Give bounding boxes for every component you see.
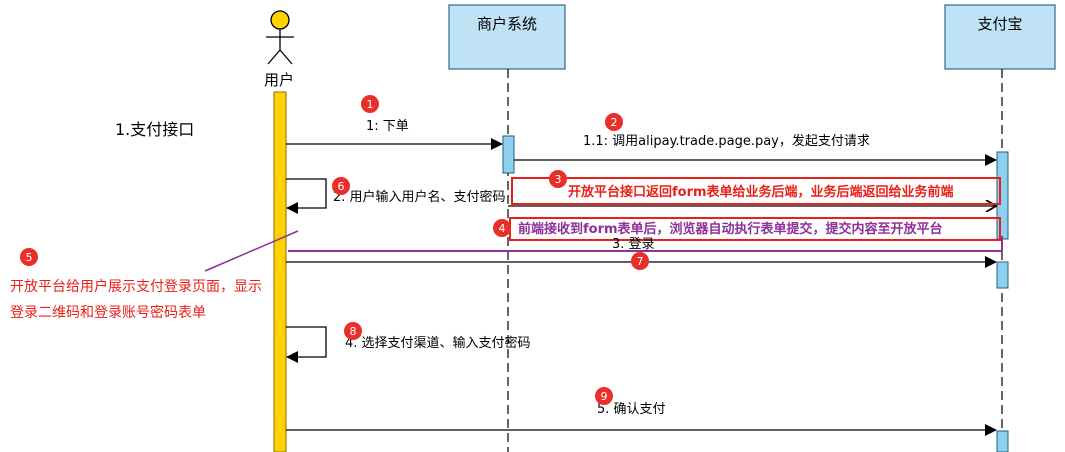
badge-9: 9 bbox=[595, 387, 613, 405]
badge-5: 5 bbox=[20, 248, 38, 266]
message-4-arrow bbox=[286, 326, 327, 363]
message-3-label: 3. 登录 bbox=[612, 237, 655, 252]
message-2-label: 2. 用户输入用户名、支付密码 bbox=[333, 189, 506, 205]
svg-text:7: 7 bbox=[637, 255, 644, 268]
badge-7: 7 bbox=[631, 252, 649, 270]
lifeline-user-bar bbox=[273, 91, 287, 452]
participant-alipay: 支付宝 bbox=[944, 4, 1056, 70]
message-1-1-label: 1.1: 调用alipay.trade.page.pay，发起支付请求 bbox=[583, 133, 870, 149]
participant-alipay-label: 支付宝 bbox=[977, 15, 1022, 33]
actor-user-icon bbox=[266, 10, 294, 65]
annotation-5-pointer bbox=[204, 230, 299, 272]
activation-alipay-2 bbox=[996, 261, 1009, 289]
activation-merchant bbox=[502, 135, 515, 174]
badge-1: 1 bbox=[361, 95, 379, 113]
participant-merchant-label: 商户系统 bbox=[477, 15, 537, 33]
actor-user-label: 用户 bbox=[264, 71, 294, 89]
svg-text:8: 8 bbox=[350, 325, 357, 338]
svg-text:4: 4 bbox=[499, 222, 506, 235]
svg-text:9: 9 bbox=[601, 390, 608, 403]
activation-alipay-1 bbox=[996, 151, 1009, 240]
message-1-label: 1: 下单 bbox=[366, 119, 409, 134]
message-5-label: 5. 确认支付 bbox=[597, 402, 666, 417]
svg-text:6: 6 bbox=[338, 180, 345, 193]
badge-4: 4 bbox=[493, 219, 511, 237]
svg-text:2: 2 bbox=[611, 116, 618, 129]
annotation-5-text-line1: 开放平台给用户展示支付登录页面，显示 bbox=[10, 278, 262, 295]
badge-6: 6 bbox=[332, 177, 350, 195]
svg-text:1: 1 bbox=[367, 98, 374, 111]
badge-3: 3 bbox=[549, 170, 567, 188]
badge-8: 8 bbox=[344, 322, 362, 340]
annotation-3-box bbox=[511, 177, 1001, 205]
activation-alipay-3 bbox=[996, 430, 1009, 452]
svg-text:3: 3 bbox=[555, 173, 562, 186]
annotation-4-text: 前端接收到form表单后，浏览器自动执行表单提交，提交内容至开放平台 bbox=[518, 221, 943, 237]
badge-2: 2 bbox=[605, 113, 623, 131]
message-4-label: 4. 选择支付渠道、输入支付密码 bbox=[345, 335, 531, 351]
svg-text:5: 5 bbox=[26, 251, 33, 264]
section-title: 1.支付接口 bbox=[115, 120, 194, 139]
message-2-arrow bbox=[286, 178, 327, 214]
participant-merchant: 商户系统 bbox=[448, 4, 566, 70]
annotation-3-text: 开放平台接口返回form表单给业务后端，业务后端返回给业务前端 bbox=[568, 184, 954, 200]
annotation-5-text-line2: 登录二维码和登录账号密码表单 bbox=[10, 304, 206, 321]
